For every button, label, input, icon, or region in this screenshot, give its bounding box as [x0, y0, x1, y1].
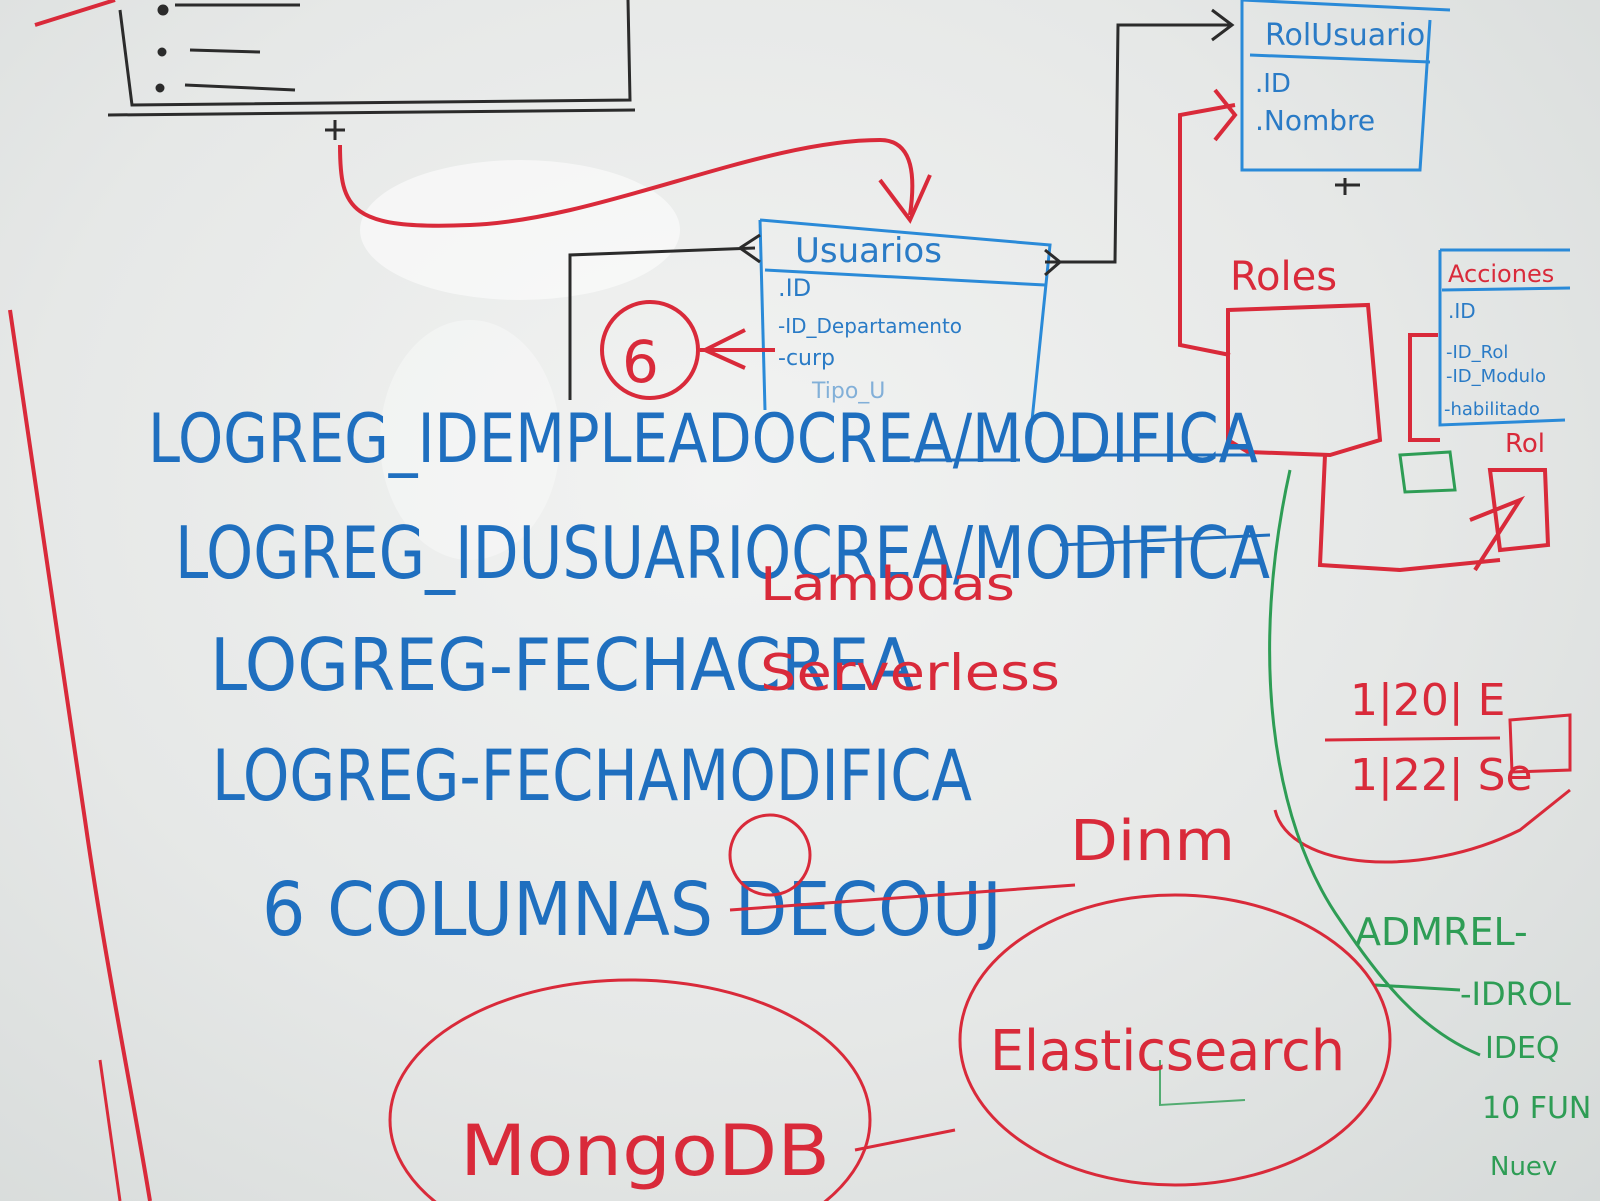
- usuarios-field: -curp: [778, 346, 835, 371]
- top-left-entity: [107, 0, 636, 140]
- svg-text:6: 6: [622, 328, 659, 396]
- roles-title: Roles: [1230, 254, 1337, 300]
- admrel-field: Nuev: [1490, 1152, 1557, 1182]
- admrel-field: IDEQ: [1485, 1031, 1560, 1066]
- elastic-note: Elasticsearch: [990, 1019, 1345, 1084]
- usuarios-title: Usuarios: [795, 231, 942, 271]
- usuarios-entity: Usuarios .ID -ID_Departamento -curp Tipo…: [758, 218, 1052, 441]
- arrow-head: [878, 174, 932, 224]
- admrel-title: ADMREL-: [1355, 910, 1528, 954]
- roles-entity: Roles: [1226, 254, 1501, 573]
- date-note: 1|22| Se: [1350, 750, 1533, 801]
- rolusuario-entity: RolUsuario .ID .Nombre: [1240, 0, 1451, 195]
- elastic-circle: [958, 893, 1392, 1187]
- mongo-circle: [388, 978, 872, 1201]
- date-note: 1|20| E: [1350, 675, 1505, 726]
- usuarios-field: Tipo_U: [811, 379, 885, 404]
- usuarios-field: .ID: [778, 274, 811, 302]
- acciones-field: -ID_Modulo: [1446, 366, 1546, 387]
- green-curve: [1268, 469, 1481, 1057]
- left-margin-line: [8, 309, 152, 1201]
- acciones-field: .ID: [1448, 299, 1476, 323]
- relation-arrow: [338, 137, 915, 228]
- rolusuario-title: RolUsuario: [1265, 18, 1425, 53]
- red-connector: [1178, 103, 1236, 357]
- log-line: LOGREG-FECHAMODIFICA: [212, 735, 972, 817]
- acciones-entity: Acciones .ID -ID_Rol -ID_Modulo -habilit…: [1398, 248, 1571, 572]
- log-line: LOGREG-FECHACREA: [210, 623, 915, 707]
- acciones-title: Acciones: [1448, 260, 1554, 288]
- black-connectors: [568, 8, 1235, 400]
- acciones-field: -habilitado: [1444, 399, 1540, 420]
- mongo-note: MongoDB: [460, 1110, 830, 1192]
- log-line: LOGREG_IDUSUARIOCREA/MODIFICA: [175, 511, 1270, 595]
- green-box: [1398, 450, 1457, 494]
- glare-spot: [360, 160, 680, 300]
- red-circle: [728, 813, 812, 897]
- columns-note: 6 COLUMNAS DECOUJ: [262, 867, 1002, 953]
- log-columns-list: LOGREG_IDEMPLEADOCREA/MODIFICA LOGREG_ID…: [148, 400, 1270, 817]
- admrel-field: -IDROL: [1460, 975, 1571, 1013]
- dynamo-note: Dinm: [1070, 809, 1235, 874]
- admrel-entity: ADMREL- -IDROL IDEQ 10 FUN Nuev: [1159, 910, 1591, 1182]
- rolusuario-field: .Nombre: [1255, 104, 1375, 137]
- log-line: LOGREG_IDEMPLEADOCREA/MODIFICA: [148, 400, 1258, 479]
- serverless-note: Serverless: [760, 644, 1060, 702]
- roles-side-note: Rol: [1505, 429, 1545, 459]
- entity-box-outline: [118, 0, 632, 107]
- glare-spot: [380, 320, 560, 560]
- circled-six: 6: [600, 300, 775, 400]
- usuarios-field: -ID_Departamento: [778, 314, 962, 338]
- acciones-field: -ID_Rol: [1446, 342, 1508, 363]
- lambdas-note: Lambdas: [760, 557, 1015, 611]
- date-notes: 1|20| E 1|22| Se: [1273, 675, 1572, 864]
- admrel-field: 10 FUN: [1482, 1091, 1591, 1126]
- rolusuario-field: .ID: [1255, 69, 1291, 99]
- red-stroke: [34, 0, 116, 27]
